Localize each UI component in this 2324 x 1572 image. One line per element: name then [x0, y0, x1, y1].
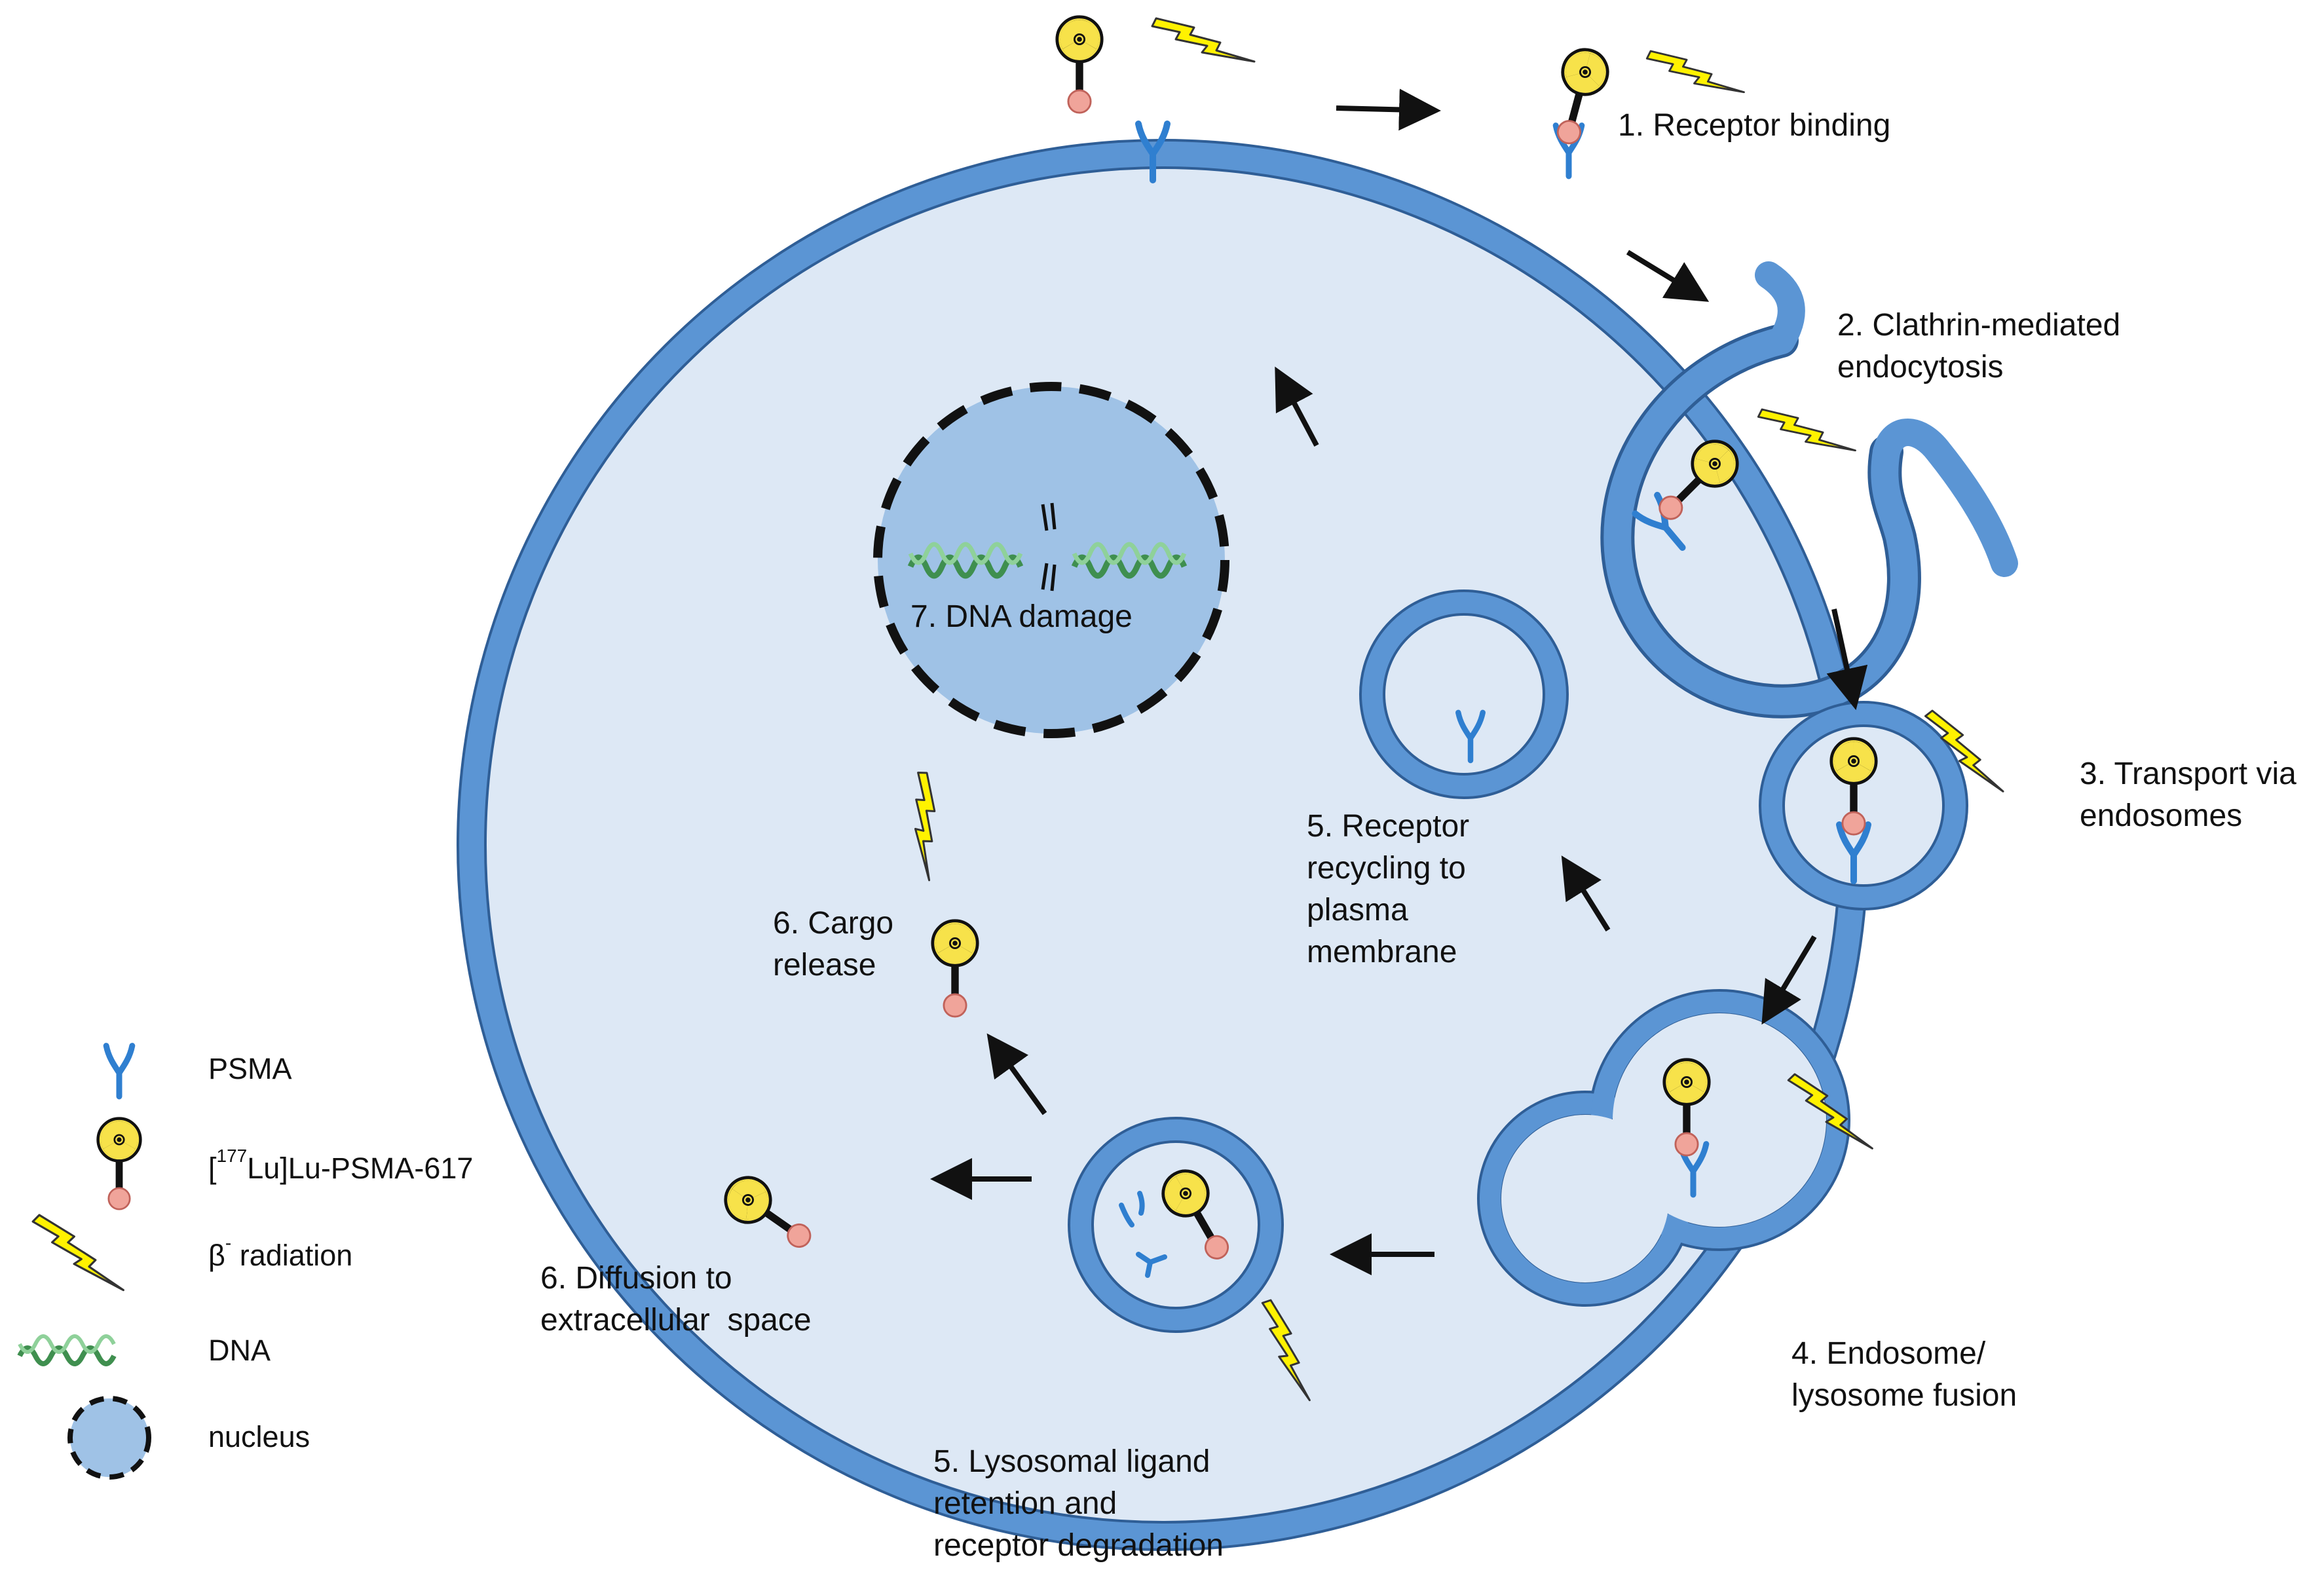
arrow-binding — [1336, 88, 1441, 131]
lightning-bolt-icon — [1645, 50, 1745, 94]
endosome — [1759, 701, 1968, 910]
legend-label-nucleus: nucleus — [208, 1420, 310, 1453]
label-fusion-line-2: lysosome fusion — [1791, 1378, 2017, 1413]
endocytic-pocket — [1762, 275, 1952, 458]
label-endocytosis-line-2: endocytosis — [1837, 350, 2004, 384]
legend-label-radiation: β- radiation — [208, 1232, 353, 1277]
arrow-recycling — [1561, 855, 1611, 932]
lightning-bolt-icon — [20, 1212, 139, 1292]
label-dna-damage: 7. DNA damage — [910, 599, 1133, 634]
arrow-endocytosis — [1626, 250, 1710, 302]
label-lysosomal-line-3: receptor degradation — [933, 1528, 1224, 1563]
label-recycling-line-4: membrane — [1307, 935, 1457, 969]
recycling-vesicle — [1359, 590, 1569, 799]
legend-ligand-isotope: 177 — [216, 1145, 248, 1166]
label-lysosomal: 5. Lysosomal ligand retention and recept… — [933, 1441, 1224, 1567]
legend-label-psma: PSMA — [208, 1052, 292, 1085]
nucleus — [873, 382, 1229, 738]
legend-icons — [17, 1046, 151, 1480]
label-recycling-line-1: 5. Receptor — [1307, 809, 1470, 844]
arrow-to-cargo-release — [986, 1033, 1047, 1115]
label-transport-line-1: 3. Transport via — [2080, 757, 2296, 791]
legend-label-dna: DNA — [208, 1334, 271, 1367]
arrow-to-membrane — [1275, 366, 1319, 447]
legend-ligand-bracket: [ — [208, 1151, 217, 1185]
legend-radiation-symbol: β — [208, 1239, 225, 1272]
radioligand-icon — [95, 1117, 143, 1209]
label-endocytosis-line-1: 2. Clathrin-mediated — [1837, 308, 2121, 343]
label-diffusion-line-1: 6. Diffusion to — [540, 1261, 732, 1296]
lightning-bolt-icon — [1151, 17, 1256, 63]
label-recycling: 5. Receptor recycling to plasma membrane — [1307, 806, 1469, 973]
dna-helix-icon — [907, 502, 1188, 591]
label-transport: 3. Transport via endosomes — [2080, 753, 2296, 837]
label-recycling-line-3: plasma — [1307, 893, 1408, 927]
label-cargo-release-line-1: 6. Cargo — [773, 906, 894, 941]
fusing-endosome-lysosome — [1477, 989, 1850, 1307]
label-recycling-line-2: recycling to — [1307, 851, 1466, 886]
label-receptor-binding: 1. Receptor binding — [1618, 108, 1891, 143]
lysosome — [1068, 1117, 1284, 1333]
arrow-to-fusion — [1761, 935, 1817, 1025]
label-fusion: 4. Endosome/ lysosome fusion — [1791, 1333, 2017, 1417]
radioligand-icon — [1054, 15, 1104, 113]
label-fusion-line-1: 4. Endosome/ — [1791, 1336, 1986, 1371]
label-lysosomal-line-2: retention and — [933, 1486, 1117, 1521]
legend-radiation-sup: - — [225, 1232, 232, 1253]
legend-label-ligand: [177Lu]Lu-PSMA-617 — [208, 1145, 474, 1189]
arrow-transport — [1826, 608, 1868, 711]
legend-ligand-name: Lu]Lu-PSMA-617 — [247, 1151, 474, 1185]
legend-radiation-text: radiation — [231, 1239, 353, 1272]
dna-helix-icon — [17, 1334, 117, 1366]
label-cargo-release-line-2: release — [773, 948, 876, 982]
label-cargo-release: 6. Cargo release — [773, 903, 893, 986]
label-lysosomal-line-1: 5. Lysosomal ligand — [933, 1444, 1210, 1479]
endocytic-vesicle — [1600, 261, 2018, 719]
label-transport-line-2: endosomes — [2080, 798, 2243, 833]
degraded-psma-fragments — [1119, 1191, 1167, 1278]
nucleus-icon — [67, 1396, 151, 1480]
label-endocytosis: 2. Clathrin-mediated endocytosis — [1837, 305, 2120, 388]
psma-receptor-icon — [106, 1046, 132, 1096]
label-diffusion-line-2: extracellular space — [540, 1303, 812, 1338]
label-diffusion: 6. Diffusion to extracellular space — [540, 1258, 812, 1341]
radioligand-icon — [1542, 42, 1616, 149]
